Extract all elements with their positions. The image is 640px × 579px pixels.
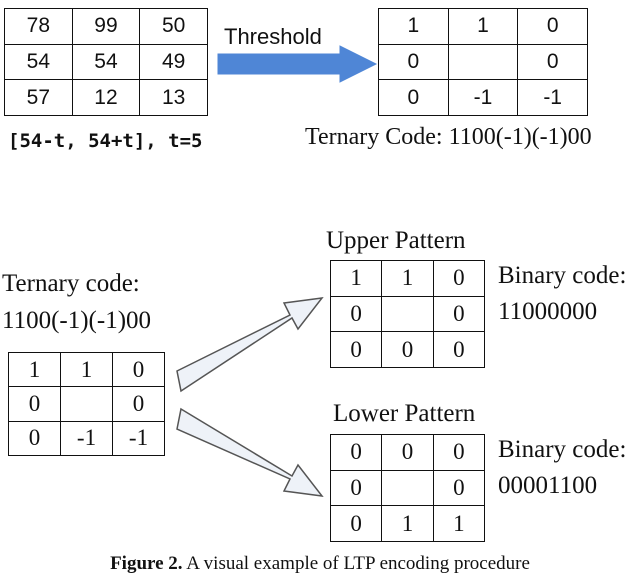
ternary-code-line: Ternary Code: 1100(-1)(-1)00 bbox=[305, 124, 592, 150]
grid-row: 0-1-1 bbox=[8, 420, 165, 457]
grid-cell: 0 bbox=[432, 469, 486, 507]
grid-cell bbox=[381, 469, 434, 507]
grid-cell: 0 bbox=[8, 420, 61, 457]
grid-cell: 49 bbox=[139, 43, 208, 81]
grid-cell: 0 bbox=[517, 43, 588, 81]
grid-row: 0-1-1 bbox=[378, 79, 588, 116]
grid-cell: 0 bbox=[381, 434, 434, 471]
lower-pattern-title: Lower Pattern bbox=[333, 400, 476, 427]
upper-binary-value: 11000000 bbox=[498, 298, 598, 325]
grid-cell: 1 bbox=[432, 505, 486, 542]
figure-caption: Figure 2. A visual example of LTP encodi… bbox=[0, 553, 640, 575]
grid-cell: 0 bbox=[378, 79, 449, 116]
grid-cell: -1 bbox=[517, 79, 588, 116]
lower-binary-label: Binary code: bbox=[498, 436, 627, 463]
grid-cell: 0 bbox=[329, 295, 383, 333]
upper-pattern-title: Upper Pattern bbox=[326, 227, 466, 254]
grid-cell: 1 bbox=[60, 351, 113, 388]
grid-cell: 0 bbox=[381, 331, 434, 368]
grid-cell: 0 bbox=[378, 43, 449, 81]
threshold-label: Threshold bbox=[224, 24, 322, 49]
grid-cell: 78 bbox=[4, 8, 73, 45]
grid-cell: 0 bbox=[432, 331, 486, 368]
grid-cell: 0 bbox=[329, 331, 383, 368]
grid-cell: 57 bbox=[4, 79, 73, 116]
grid-cell: -1 bbox=[112, 420, 165, 457]
range-note: [54-t, 54+t], t=5 bbox=[8, 130, 203, 152]
grid-cell bbox=[447, 43, 519, 81]
upper-arrow bbox=[176, 297, 324, 393]
grid-cell bbox=[381, 295, 434, 333]
caption-text: A visual example of LTP encoding procedu… bbox=[182, 553, 530, 574]
grid-cell: -1 bbox=[60, 420, 113, 457]
grid-cell: 0 bbox=[329, 505, 383, 542]
threshold-arrow-shape bbox=[217, 45, 378, 83]
grid-cell: 99 bbox=[71, 8, 141, 45]
grid-cell: 0 bbox=[432, 295, 486, 333]
caption-label: Figure 2. bbox=[110, 553, 183, 574]
grid-cell: 1 bbox=[8, 351, 61, 388]
grid-cell: 0 bbox=[517, 8, 588, 45]
grid-cell: 1 bbox=[381, 505, 434, 542]
grid-cell: 0 bbox=[329, 434, 383, 471]
grid-cell: 0 bbox=[329, 469, 383, 507]
ternary-label-line2: 1100(-1)(-1)00 bbox=[2, 307, 152, 334]
grid-cell: 1 bbox=[381, 260, 434, 297]
grid-cell: 13 bbox=[139, 79, 208, 116]
grid-cell: -1 bbox=[447, 79, 519, 116]
grid-cell: 0 bbox=[432, 434, 486, 471]
grid-cell: 12 bbox=[71, 79, 141, 116]
grid-cell: 1 bbox=[447, 8, 519, 45]
lower-arrow bbox=[176, 407, 324, 497]
grid-cell: 1 bbox=[329, 260, 383, 297]
upper-binary-label: Binary code: bbox=[498, 262, 627, 289]
ternary-label-line1: Ternary code: bbox=[2, 270, 140, 297]
grid-cell: 1 bbox=[378, 8, 449, 45]
grid-cell: 0 bbox=[432, 260, 486, 297]
grid-cell: 54 bbox=[4, 43, 73, 81]
lower-binary-value: 00001100 bbox=[498, 472, 598, 499]
